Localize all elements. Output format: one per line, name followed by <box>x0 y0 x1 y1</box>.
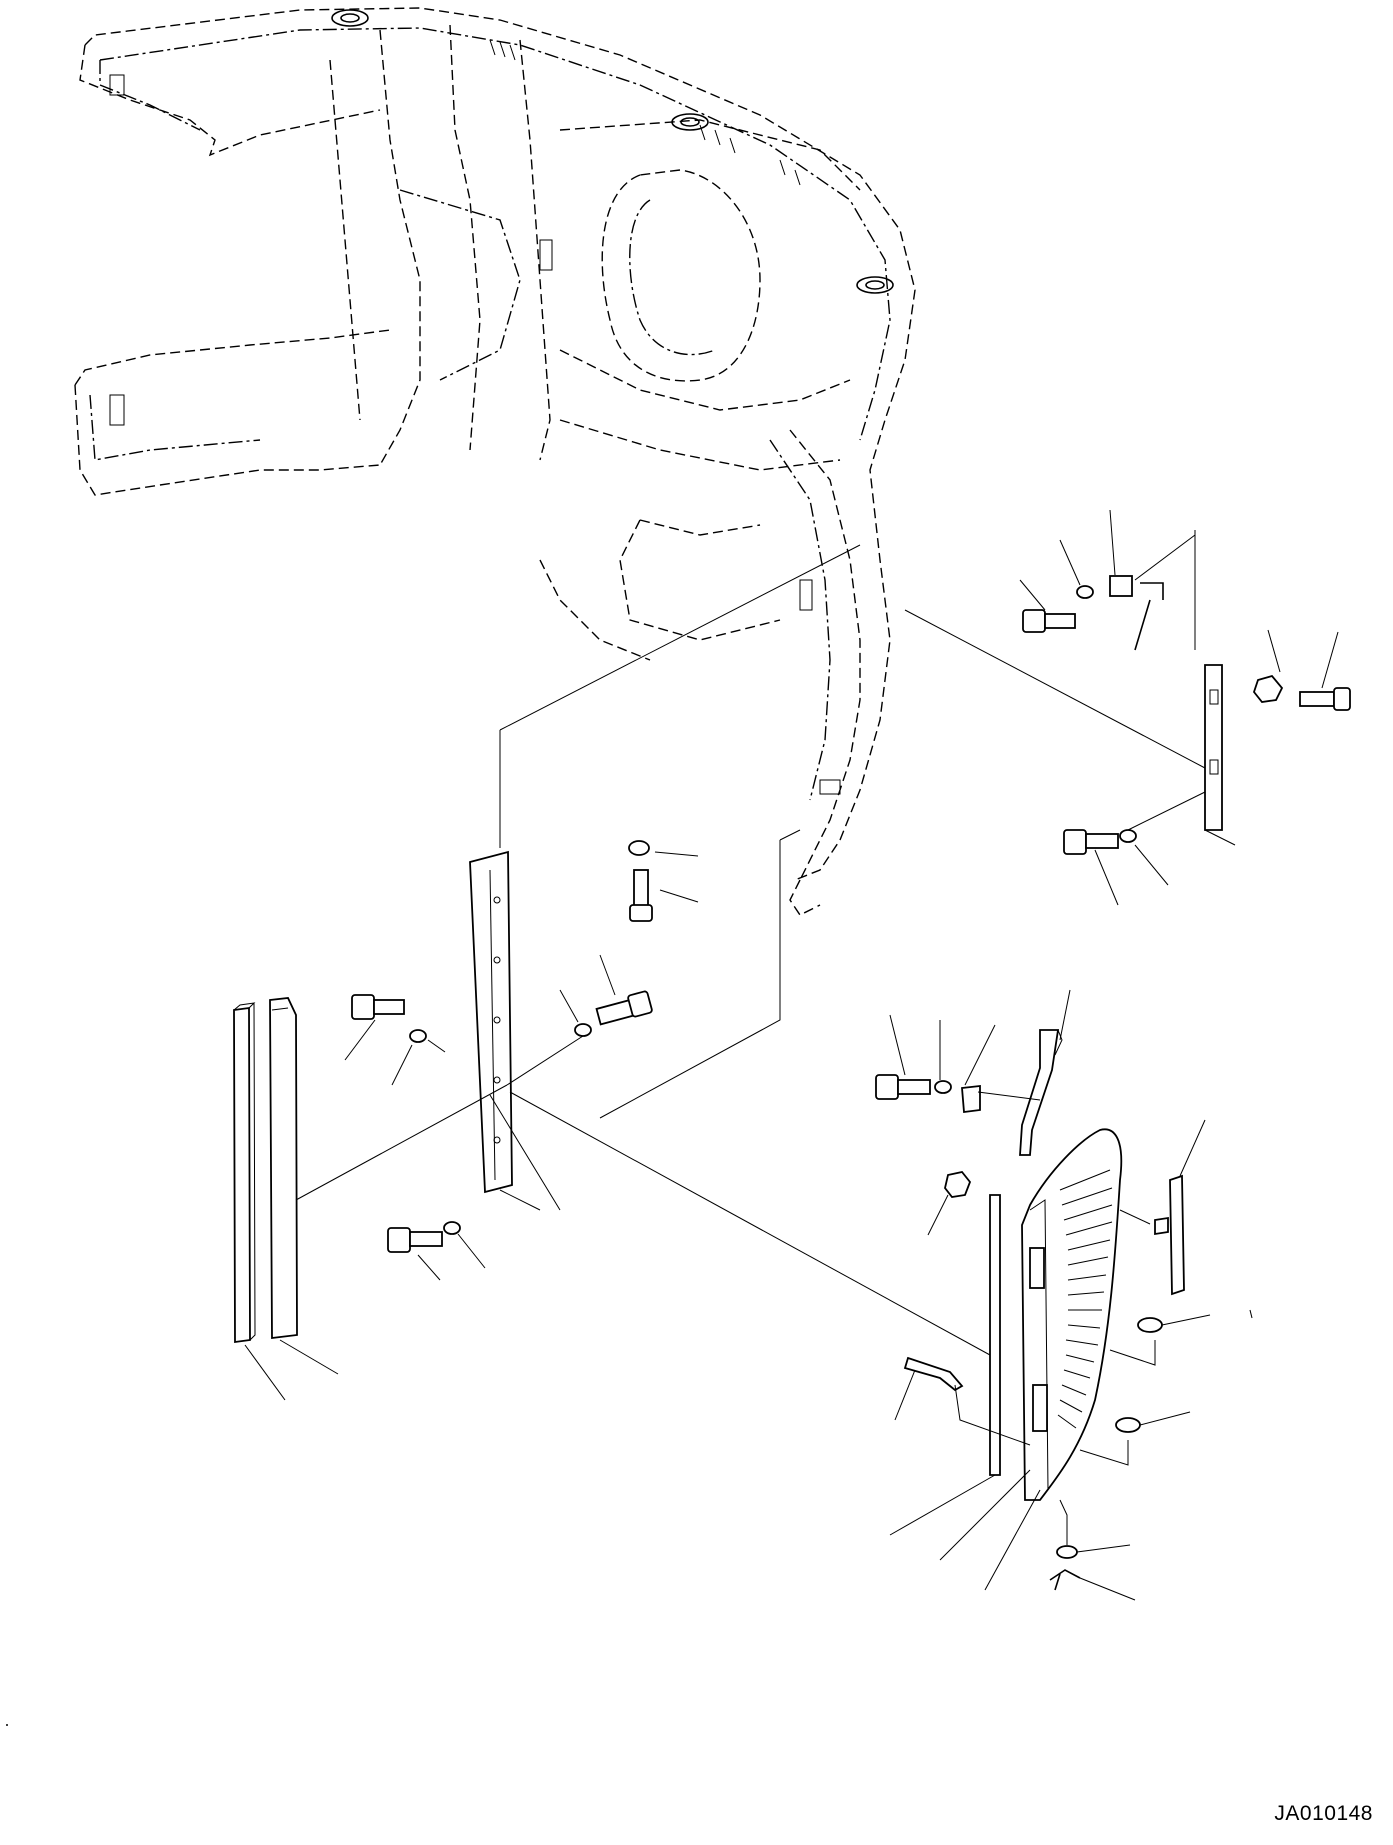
handle <box>1032 1384 1048 1432</box>
nut <box>944 1171 972 1198</box>
drawing-code: JA010148 <box>1274 1802 1373 1825</box>
curved-rail <box>1019 1029 1060 1156</box>
cap-plug <box>1115 1411 1191 1433</box>
seal-strips <box>233 997 508 1401</box>
seal-strip <box>233 1006 251 1344</box>
side-bracket <box>1169 1174 1185 1296</box>
bolt <box>1022 609 1076 633</box>
washer <box>934 1080 952 1094</box>
grille-cover-assembly <box>875 989 1253 1601</box>
washer <box>1056 1545 1078 1559</box>
washer <box>1119 829 1137 843</box>
plate <box>1109 575 1133 597</box>
seal-strip <box>269 997 298 1340</box>
cap-plug <box>1137 1314 1211 1333</box>
bolt <box>1063 829 1119 855</box>
side-bracket <box>1204 664 1223 831</box>
bolt <box>875 1074 931 1100</box>
bolt <box>1299 687 1351 711</box>
washer <box>409 1029 427 1043</box>
latch <box>903 1356 964 1392</box>
clip <box>1134 582 1164 651</box>
bolt <box>629 869 653 922</box>
plate <box>961 1084 981 1114</box>
washer <box>574 1023 592 1037</box>
bolt <box>351 994 405 1020</box>
seal-strip <box>989 1194 1001 1476</box>
handle <box>1029 1247 1045 1289</box>
counterweight-body <box>74 7 916 916</box>
bolt <box>595 990 653 1026</box>
washer <box>628 840 650 856</box>
clip <box>1049 1569 1081 1591</box>
washer <box>443 1221 461 1235</box>
washer <box>1076 585 1094 599</box>
upper-right-bracket-assembly <box>904 509 1351 906</box>
nut <box>1252 674 1284 703</box>
speck <box>6 1724 8 1726</box>
center-plate <box>469 850 513 1194</box>
bolt <box>387 1227 443 1253</box>
center-plate-assembly <box>344 544 991 1356</box>
